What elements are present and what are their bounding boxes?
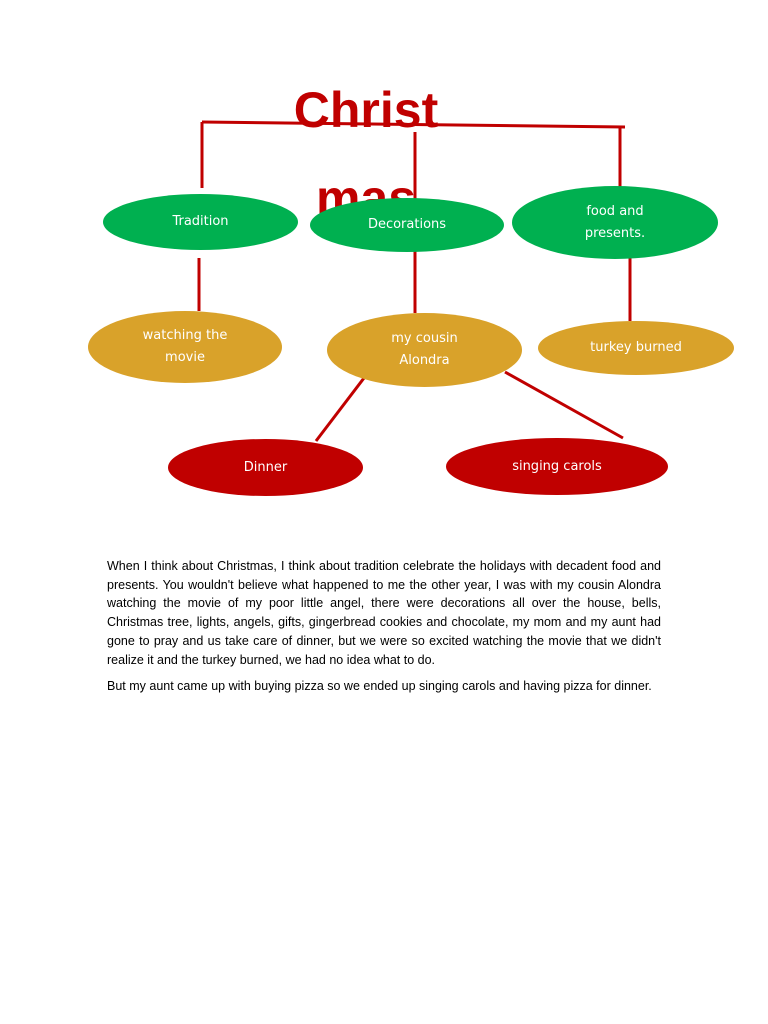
connector-cousin-dinner [314, 377, 366, 442]
node-my-cousin: my cousin Alondra [327, 313, 522, 387]
node-singing-carols: singing carols [446, 438, 668, 495]
paragraph-1: When I think about Christmas, I think ab… [107, 559, 661, 667]
node-tradition: Tradition [103, 194, 298, 250]
node-watching-movie: watching the movie [88, 311, 282, 383]
node-food-presents: food and presents. [512, 186, 718, 259]
node-movie-label-1: watching the [142, 328, 228, 343]
node-food-label-1: food and [586, 203, 644, 219]
connector-top-bar [201, 120, 626, 129]
essay-text: When I think about Christmas, I think ab… [107, 557, 661, 704]
node-movie-label-2: movie [165, 350, 205, 365]
node-turkey-burned: turkey burned [538, 321, 734, 375]
node-dinner: Dinner [168, 439, 363, 496]
paragraph-2: But my aunt came up with buying pizza so… [107, 679, 652, 694]
node-dinner-label: Dinner [243, 459, 288, 475]
connector-cousin-carols [504, 370, 624, 440]
node-food-label-2: presents. [584, 225, 646, 241]
node-decorations: Decorations [310, 198, 504, 252]
node-tradition-label: Tradition [172, 214, 229, 229]
node-cousin-label-1: my cousin [391, 331, 458, 346]
node-turkey-label: turkey burned [590, 340, 682, 355]
node-decorations-label: Decorations [367, 217, 447, 232]
title-line-1: Christ [293, 82, 439, 138]
node-carols-label: singing carols [512, 458, 602, 474]
diagram-connectors [197, 120, 632, 442]
node-cousin-label-2: Alondra [399, 353, 450, 368]
